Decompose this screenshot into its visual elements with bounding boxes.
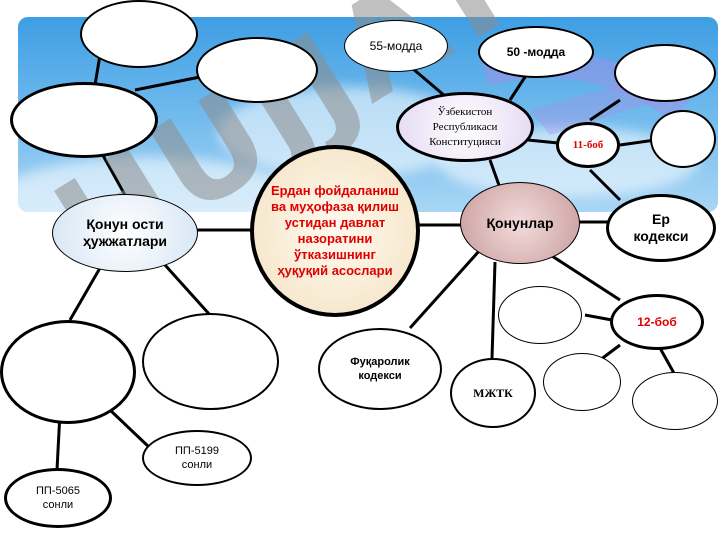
empty-node-7 bbox=[498, 286, 582, 344]
empty-node-8 bbox=[543, 353, 621, 411]
empty-node-2 bbox=[10, 82, 158, 158]
yer-kodeksi-node: Ер кодекси bbox=[606, 194, 716, 262]
yer-kodeksi-label: Ер кодекси bbox=[633, 211, 689, 244]
empty-node-6 bbox=[650, 110, 716, 168]
bob11-node: 11-боб bbox=[556, 122, 620, 168]
modda55-node: 55-модда bbox=[344, 20, 448, 72]
empty-node-4 bbox=[142, 313, 279, 410]
top-left-small-node bbox=[80, 0, 198, 68]
pp5065-node: ПП-5065 сонли bbox=[4, 468, 112, 528]
modda50-node: 50 -модда bbox=[478, 26, 594, 78]
empty-node-1 bbox=[196, 37, 318, 103]
qonunlar-label: Қонунлар bbox=[486, 215, 554, 231]
empty-node-9 bbox=[632, 372, 718, 430]
pp5065-label: ПП-5065 сонли bbox=[36, 485, 80, 511]
fuqarolik-node: Фуқаролик кодекси bbox=[318, 328, 442, 410]
konstitutsiya-node: Ўзбекистон Республикаси Конституцияси bbox=[396, 92, 534, 162]
pp5199-node: ПП-5199 сонли bbox=[142, 430, 252, 486]
bob12-label: 12-боб bbox=[637, 315, 677, 329]
qonun-osti-label: Қонун ости ҳужжатлари bbox=[82, 216, 168, 249]
bob12-node: 12-боб bbox=[610, 294, 704, 350]
fuqarolik-label: Фуқаролик кодекси bbox=[350, 356, 410, 382]
qonunlar-node: Қонунлар bbox=[460, 182, 580, 264]
empty-node-3 bbox=[0, 320, 136, 424]
modda55-label: 55-модда bbox=[369, 39, 423, 53]
qonun-osti-node: Қонун ости ҳужжатлари bbox=[52, 194, 198, 272]
central-topic-label: Ердан фойдаланиш ва муҳофаза қилиш устид… bbox=[270, 183, 400, 278]
mjtk-label: МЖТК bbox=[473, 385, 513, 400]
central-topic-node: Ердан фойдаланиш ва муҳофаза қилиш устид… bbox=[250, 145, 420, 317]
mjtk-node: МЖТК bbox=[450, 358, 536, 428]
konstitutsiya-label: Ўзбекистон Республикаси Конституцияси bbox=[429, 105, 501, 148]
pp5199-label: ПП-5199 сонли bbox=[175, 445, 219, 471]
modda50-label: 50 -модда bbox=[506, 45, 566, 59]
bob11-label: 11-боб bbox=[572, 139, 604, 151]
empty-node-5 bbox=[614, 44, 716, 102]
